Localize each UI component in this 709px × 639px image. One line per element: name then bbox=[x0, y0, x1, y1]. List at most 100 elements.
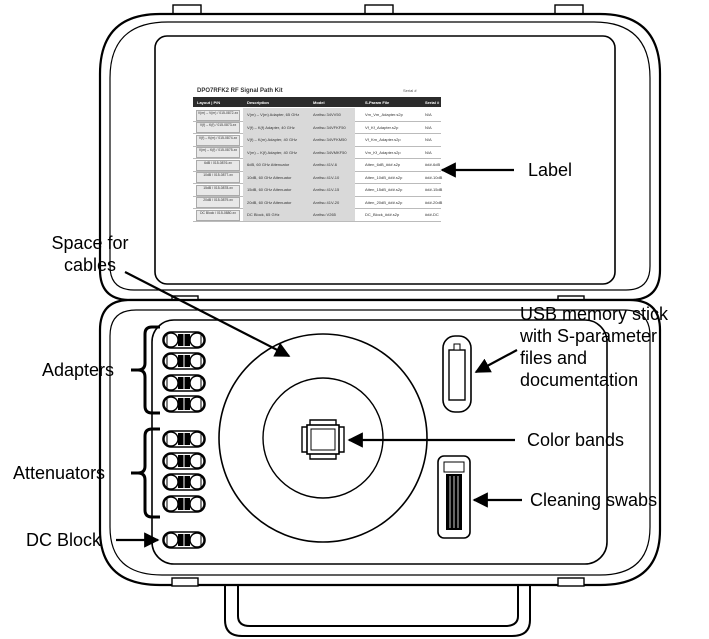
kit-label-row-shade bbox=[243, 183, 355, 196]
adapter-piece bbox=[162, 374, 206, 392]
usb-arrow bbox=[474, 349, 518, 373]
kit-label-cell: N/A bbox=[425, 124, 432, 130]
kit-label-cell: Vm_Vm_Adapter.s2p bbox=[365, 112, 403, 117]
kit-label-row: DC Block / 015-0880-xx DC Block, 65 GHz An… bbox=[193, 208, 441, 222]
attenuator-piece bbox=[162, 430, 206, 448]
kit-label-cell: V(f) – K(f) Adapter, 40 GHz bbox=[247, 124, 295, 130]
attenuators-bracket bbox=[131, 427, 160, 519]
usb-callout-line: documentation bbox=[520, 370, 639, 390]
cleaning-swabs bbox=[437, 455, 471, 539]
kit-label-cell: 20dB / 015-0879-xx bbox=[196, 197, 240, 208]
kit-label-row: V(m) – K(f) / 015-0875-xx V(m) – K(f) Ada… bbox=[193, 145, 441, 159]
kit-label-cell: N/A bbox=[425, 149, 432, 155]
kit-label-cell: Atten_20dB_###.s2p bbox=[365, 199, 403, 205]
kit-label-cell: ###-15dB bbox=[425, 187, 443, 192]
kit-label-cell: 15dB / 015-0878-xx bbox=[196, 184, 240, 196]
kit-label-row: 10dB / 015-0877-xx 10dB, 60 GHz Attenuato… bbox=[193, 170, 443, 184]
kit-label-cell: DC Block, 65 GHz bbox=[247, 212, 280, 217]
label-callout: Label bbox=[528, 160, 573, 180]
adapter-piece bbox=[162, 395, 206, 413]
adapter-piece bbox=[162, 352, 206, 370]
kit-label-row: 20dB / 015-0879-xx 20dB, 60 GHz Attenuato… bbox=[193, 195, 443, 209]
connector-slots bbox=[162, 331, 206, 549]
kit-label-row-shade bbox=[243, 133, 355, 146]
kit-label-row-shade bbox=[243, 120, 355, 133]
kit-label-header-row: Layout | P/N Description Model S-Param F… bbox=[193, 97, 441, 107]
carry-handle bbox=[224, 585, 531, 637]
usb-callout-line: files and bbox=[520, 348, 588, 368]
kit-label-cell: V(m) – K(f) Adapter, 40 GHz bbox=[247, 149, 298, 155]
usb-callout-line: with S-parameter bbox=[520, 326, 658, 346]
attenuators-callout: Attenuators bbox=[13, 463, 106, 483]
kit-label-cell: Anritsu V265 bbox=[313, 212, 336, 217]
kit-label-cell: Vf_Kf_Adapter.s2p bbox=[365, 124, 399, 130]
kit-label-cell: Atten_6dB_###.s2p bbox=[365, 162, 401, 167]
kit-label-cell: 15dB, 60 GHz Attenuator bbox=[247, 187, 292, 192]
kit-label-cell: Atten_15dB_###.s2p bbox=[365, 187, 403, 192]
bottom-hinges bbox=[171, 577, 585, 587]
kit-label-row-shade bbox=[243, 158, 355, 171]
kit-label-header: Description bbox=[247, 100, 270, 105]
adapter-piece bbox=[162, 331, 206, 349]
kit-label-cell: ###-6dB bbox=[425, 162, 441, 167]
kit-label-cell: Anritsu 34VFKM50 bbox=[313, 137, 347, 142]
kit-label-cell: ###-20dB bbox=[425, 199, 443, 205]
kit-label-cell: Vf_Km_Adapter.s2p bbox=[365, 137, 401, 142]
kit-label-cell: N/A bbox=[425, 137, 432, 142]
kit-label-cell: DC Block / 015-0880-xx bbox=[196, 209, 240, 221]
kit-label-row-shade bbox=[243, 108, 355, 121]
kit-label-cell: V(f) – K(m) / 015-0874-xx bbox=[196, 134, 240, 146]
kit-label-cell: Anritsu 34VFKF50 bbox=[313, 124, 346, 130]
kit-label-row-shade bbox=[243, 195, 355, 208]
kit-label-cell: N/A bbox=[425, 112, 432, 117]
kit-label-cell: 10dB / 015-0877-xx bbox=[196, 172, 240, 183]
kit-label-header: S-Param File bbox=[365, 100, 390, 105]
kit-label-cell: Anritsu 41V-15 bbox=[313, 187, 340, 192]
adapters-bracket bbox=[131, 325, 160, 415]
kit-label-header: Model bbox=[313, 100, 325, 105]
kit-label-cell: 10dB, 60 GHz Attenuator bbox=[247, 174, 292, 180]
kit-label-cell: Anritsu 41V-6 bbox=[313, 162, 338, 167]
kit-label-cell: V(m) – V(m) Adapter, 65 GHz bbox=[247, 112, 300, 117]
kit-label-cell: Vm_Kf_Adapter.s2p bbox=[365, 149, 401, 155]
kit-label-row-shade bbox=[243, 208, 355, 221]
kit-label-row-shade bbox=[243, 170, 355, 183]
usb-callout: USB memory stick with S-parameter files … bbox=[520, 303, 668, 391]
kit-label-title: DPO7RFK2 RF Signal Path Kit bbox=[197, 88, 283, 94]
space-for-cables-callout: Space for cables bbox=[40, 232, 140, 276]
color-bands-callout: Color bands bbox=[527, 430, 625, 450]
usb-callout-line: USB memory stick bbox=[520, 304, 669, 324]
kit-label-cell: DC_Block_###.s2p bbox=[365, 212, 400, 217]
kit-label-header: Layout | P/N bbox=[197, 100, 221, 105]
space-for-cables-line: Space for bbox=[51, 233, 129, 253]
dc-block-callout: DC Block bbox=[26, 530, 102, 550]
space-for-cables-line: cables bbox=[63, 255, 117, 275]
kit-label-cell: ###-10dB bbox=[425, 174, 443, 180]
kit-label-cell: ###-DC bbox=[425, 212, 439, 217]
attenuator-piece bbox=[162, 495, 206, 513]
kit-label-header: Serial # bbox=[425, 100, 440, 105]
kit-label-row: V(f) – K(m) / 015-0874-xx V(f) – K(m) Ada… bbox=[193, 133, 441, 147]
kit-label-cell: Atten_10dB_###.s2p bbox=[365, 174, 403, 180]
kit-label-serial-heading: Serial # bbox=[403, 88, 417, 93]
cleaning-swabs-callout: Cleaning swabs bbox=[530, 490, 658, 510]
kit-label-row: V(f) – K(f) / 015-0873-xx V(f) – K(f) Ada… bbox=[193, 120, 441, 134]
kit-label-row: V(m) – V(m) / 015-0872-xx V(m) – V(m) Ada… bbox=[193, 108, 441, 122]
adapters-callout: Adapters bbox=[42, 360, 115, 380]
kit-label-row-shade bbox=[243, 145, 355, 158]
attenuator-piece bbox=[162, 473, 206, 491]
kit-label-cell: 20dB, 60 GHz Attenuator bbox=[247, 199, 292, 205]
callout-arrows bbox=[116, 162, 522, 548]
kit-label-cell: Anritsu 34VV50 bbox=[313, 112, 341, 117]
usb-memory-stick bbox=[442, 335, 472, 413]
kit-label-cell: V(m) – V(m) / 015-0872-xx bbox=[196, 109, 240, 121]
cables-arrow bbox=[124, 271, 291, 357]
kit-label-cell: 6dB / 015-0876-xx bbox=[196, 159, 240, 171]
kit-label-cell: V(f) – K(f) / 015-0873-xx bbox=[196, 122, 240, 133]
kit-label-cell: V(f) – K(m) Adapter, 40 GHz bbox=[247, 137, 298, 142]
kit-label-cell: V(m) – K(f) / 015-0875-xx bbox=[196, 147, 240, 158]
kit-label-cell: Anritsu 41V-10 bbox=[313, 174, 340, 180]
